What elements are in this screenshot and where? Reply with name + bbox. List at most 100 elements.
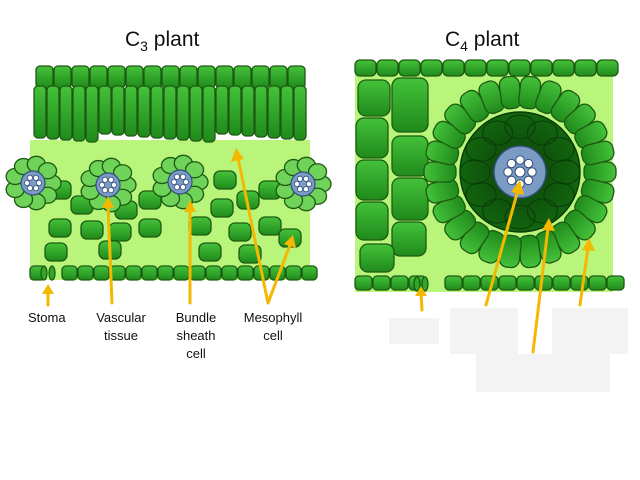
- upper-epidermis-cell: [35, 65, 54, 89]
- label-arrows: [42, 148, 595, 354]
- upper-epidermis-cell: [354, 59, 377, 77]
- upper-epidermis-cell: [287, 65, 306, 89]
- upper-epidermis-cell: [398, 59, 421, 77]
- palisade-mesophyll-cell: [33, 85, 47, 139]
- xylem-cell: [506, 175, 517, 186]
- bundle-sheath-cell: [504, 114, 536, 140]
- bundle-sheath-cell: [465, 137, 497, 162]
- upper-epidermis-cell: [197, 65, 216, 89]
- vascular-tissue: [290, 171, 316, 197]
- blank-box-stoma: [389, 318, 439, 344]
- c4-leaf-section: [354, 59, 625, 292]
- c4-vascular-arrowhead: [511, 180, 524, 195]
- palisade-mesophyll-cell: [202, 85, 216, 143]
- kranz-mesophyll-cell: [580, 140, 615, 166]
- c3-leaf-section: [5, 65, 332, 281]
- xylem-cell: [36, 179, 43, 186]
- palisade-mesophyll-cell: [72, 85, 86, 142]
- xylem-cell: [182, 178, 189, 185]
- lower-epidermis-cell: [141, 265, 158, 281]
- lower-epidermis-cell: [606, 275, 625, 291]
- upper-epidermis-cell: [233, 65, 252, 89]
- upper-epidermis-cell: [161, 65, 180, 89]
- xylem-cell: [515, 155, 525, 165]
- c4-mesophyll-arrowhead: [582, 238, 595, 251]
- palisade-mesophyll-cell: [189, 85, 203, 142]
- lower-epidermis-cell: [237, 265, 254, 281]
- lower-epidermis-cell: [285, 265, 302, 281]
- xylem-cell: [26, 185, 33, 192]
- lower-epidermis-cell: [77, 265, 94, 281]
- xylem-cell: [108, 187, 115, 194]
- lower-epidermis-cell: [390, 275, 409, 291]
- stoma-label: Stoma: [28, 310, 66, 325]
- xylem-cell: [33, 185, 40, 192]
- bundle-sheath-cell: [112, 164, 133, 182]
- lower-epidermis-cell: [462, 275, 481, 291]
- xylem-cell: [170, 178, 177, 185]
- xylem-cell: [527, 167, 537, 177]
- mesophyll-arrow-2: [266, 243, 292, 305]
- lower-epidermis-cell: [534, 275, 553, 291]
- c4-mesophyll-cell: [355, 201, 389, 241]
- bundle-sheath-cell: [543, 182, 575, 207]
- xylem-cell: [179, 173, 186, 180]
- lower-epidermis-cell: [588, 275, 607, 291]
- lower-epidermis-cell: [354, 275, 373, 291]
- vascular-arrowhead: [102, 196, 114, 208]
- palisade-mesophyll-cell: [85, 85, 99, 143]
- palisade-mesophyll-cell: [163, 85, 177, 140]
- vascular-label-line2: tissue: [104, 328, 138, 343]
- upper-epidermis-cell: [596, 59, 619, 77]
- upper-epidermis-cell: [376, 59, 399, 77]
- c3-title: C3 plant: [125, 28, 200, 54]
- upper-epidermis-cell: [89, 65, 108, 89]
- c4-mesophyll-cell: [355, 159, 389, 201]
- xylem-cell: [102, 187, 109, 194]
- xylem-cell: [173, 184, 180, 191]
- palisade-mesophyll-cell: [254, 85, 268, 138]
- palisade-mesophyll-cell: [150, 85, 164, 139]
- blank-box-vascular: [450, 308, 518, 354]
- upper-epidermis-cell: [574, 59, 597, 77]
- xylem-cell: [179, 184, 186, 191]
- upper-epidermis-cell: [530, 59, 553, 77]
- spongy-mesophyll-cell: [228, 222, 252, 242]
- bundle-sheath-cell: [307, 163, 328, 181]
- bundle-sheath-cell: [543, 137, 575, 162]
- xylem-cell: [99, 181, 106, 188]
- xylem-cell: [503, 167, 513, 177]
- xylem-cell: [296, 186, 303, 193]
- blank-box-bundle-sheath: [476, 354, 610, 392]
- spongy-mesophyll-cell: [213, 170, 237, 190]
- xylem-cell: [102, 176, 109, 183]
- guard-cell: [413, 276, 421, 292]
- upper-epidermis-cell: [420, 59, 443, 77]
- c4-mesophyll-cell: [391, 221, 427, 257]
- palisade-mesophyll-cell: [176, 85, 190, 141]
- vascular-tissue: [20, 170, 46, 196]
- upper-epidermis-cell: [215, 65, 234, 89]
- palisade-mesophyll-cell: [228, 85, 242, 136]
- palisade-mesophyll-cell: [124, 85, 138, 137]
- upper-epidermis-cell: [143, 65, 162, 89]
- mesophyll-label-line1: Mesophyll: [244, 310, 303, 325]
- palisade-mesophyll-cell: [241, 85, 255, 137]
- upper-epidermis-cell: [179, 65, 198, 89]
- upper-epidermis-cell: [508, 59, 531, 77]
- lower-epidermis-cell: [61, 265, 78, 281]
- spongy-mesophyll-cell: [258, 216, 282, 236]
- c4-cells: [354, 59, 625, 292]
- c4-mesophyll-cell: [391, 177, 429, 221]
- upper-epidermis-cell: [251, 65, 270, 89]
- bundle-sheath-cell: [482, 120, 513, 146]
- xylem-cell: [296, 175, 303, 182]
- xylem-cell: [523, 175, 534, 186]
- spongy-mesophyll-cell: [44, 242, 68, 262]
- spongy-mesophyll-cell: [80, 220, 104, 240]
- upper-epidermis-cell: [486, 59, 509, 77]
- upper-epidermis-cell: [107, 65, 126, 89]
- xylem-cell: [33, 174, 40, 181]
- c4-title: C4 plant: [445, 28, 520, 54]
